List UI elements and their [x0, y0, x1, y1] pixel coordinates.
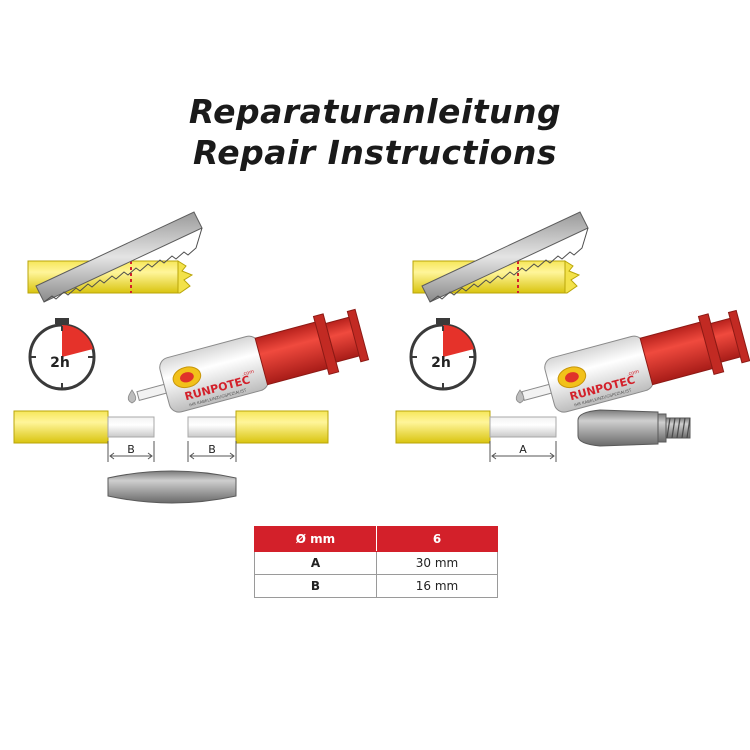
connector-sleeve — [107, 470, 237, 504]
table-row: B 16 mm — [254, 574, 498, 598]
brand-url-text-right: .com — [626, 369, 640, 378]
epoxy-drop — [127, 389, 137, 404]
label-b-right: B — [208, 443, 216, 456]
header-size: 6 — [376, 526, 498, 552]
timer-label-right: 2h — [431, 355, 451, 371]
threaded-end-fitting — [577, 409, 691, 447]
row-value-b: 16 mm — [376, 574, 498, 598]
row-label-a: A — [254, 551, 377, 575]
label-a: A — [519, 443, 527, 456]
title-english: Repair Instructions — [192, 133, 558, 172]
brand-url-text: .com — [241, 369, 255, 378]
dimension-b-left — [107, 441, 155, 462]
right-repair-scene: 2h RUNPOTEC .com IHR KABELEINZUGSPEZIALI… — [395, 211, 750, 462]
rod-end-right — [187, 410, 329, 444]
timer-2h-icon: 2h — [28, 318, 96, 391]
saw-blade-right — [421, 211, 589, 303]
row-value-a: 30 mm — [376, 551, 498, 575]
spec-table-header: Ø mm 6 — [254, 526, 498, 552]
dimension-a — [489, 441, 557, 462]
title-german: Reparaturanleitung — [188, 92, 562, 131]
epoxy-syringe: RUNPOTEC .com IHR KABELEINZUGSPEZIALIST — [136, 308, 370, 413]
timer-label: 2h — [50, 355, 70, 371]
yellow-rod-cut — [27, 260, 194, 294]
left-repair-scene: 2h RUNPOTEC .com IHR KABELEINZUGSPEZIALI… — [13, 211, 370, 504]
row-label-b: B — [254, 574, 377, 598]
epoxy-syringe-right: RUNPOTEC .com IHR KABELEINZUGSPEZIALIST — [521, 309, 750, 413]
saw-blade — [35, 211, 203, 303]
table-row: A 30 mm — [254, 551, 498, 575]
dimension-b-right — [187, 441, 237, 462]
header-diameter: Ø mm — [254, 526, 377, 552]
epoxy-drop-right — [515, 389, 525, 404]
timer-2h-icon-right: 2h — [409, 318, 477, 391]
label-b-left: B — [127, 443, 135, 456]
rod-end-left — [13, 410, 155, 444]
rod-end-single — [395, 410, 557, 444]
spec-table: Ø mm 6 A 30 mm B 16 mm — [254, 526, 498, 598]
